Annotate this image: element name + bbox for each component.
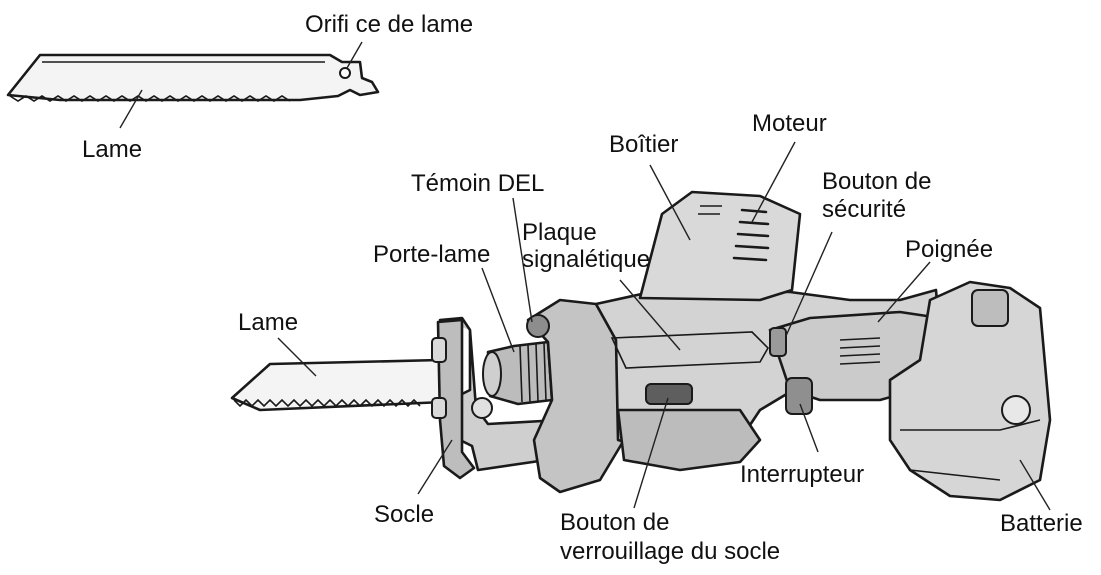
shoe-pivot (472, 398, 492, 418)
label-blade-holder: Porte-lame (373, 241, 490, 268)
battery-clip (972, 290, 1008, 326)
label-nameplate-1: Plaque (522, 219, 597, 246)
label-blade-top: Lame (82, 136, 142, 163)
led-lamp (527, 315, 549, 337)
label-blade-hole: Orifi ce de lame (305, 11, 473, 38)
blade-hole-shape (340, 68, 350, 78)
label-shoe-lock-2: verrouillage du socle (560, 538, 780, 565)
blade-holder-end (483, 352, 501, 396)
shoe-lock-button-shape (646, 384, 692, 404)
battery-release-button (1002, 396, 1030, 424)
trigger-shape (786, 378, 812, 414)
label-motor: Moteur (752, 110, 827, 137)
label-handle: Poignée (905, 236, 993, 263)
label-blade-side: Lame (238, 309, 298, 336)
label-nameplate-2: signalétique (522, 246, 650, 273)
label-safety-1: Bouton de (822, 168, 931, 195)
label-battery: Batterie (1000, 510, 1083, 537)
label-led: Témoin DEL (411, 170, 544, 197)
motor-housing (640, 192, 800, 300)
leader-blade-holder (482, 268, 514, 352)
label-shoe: Socle (374, 501, 434, 528)
body-lower (618, 410, 760, 470)
label-housing: Boîtier (609, 131, 678, 158)
label-shoe-lock-1: Bouton de (560, 509, 669, 536)
shoe-lug-lower (432, 398, 446, 418)
label-switch: Interrupteur (740, 461, 864, 488)
label-safety-2: sécurité (822, 196, 906, 223)
safety-button-shape (770, 328, 786, 356)
loose-blade-illustration (8, 55, 378, 101)
shoe-lug (432, 338, 446, 362)
